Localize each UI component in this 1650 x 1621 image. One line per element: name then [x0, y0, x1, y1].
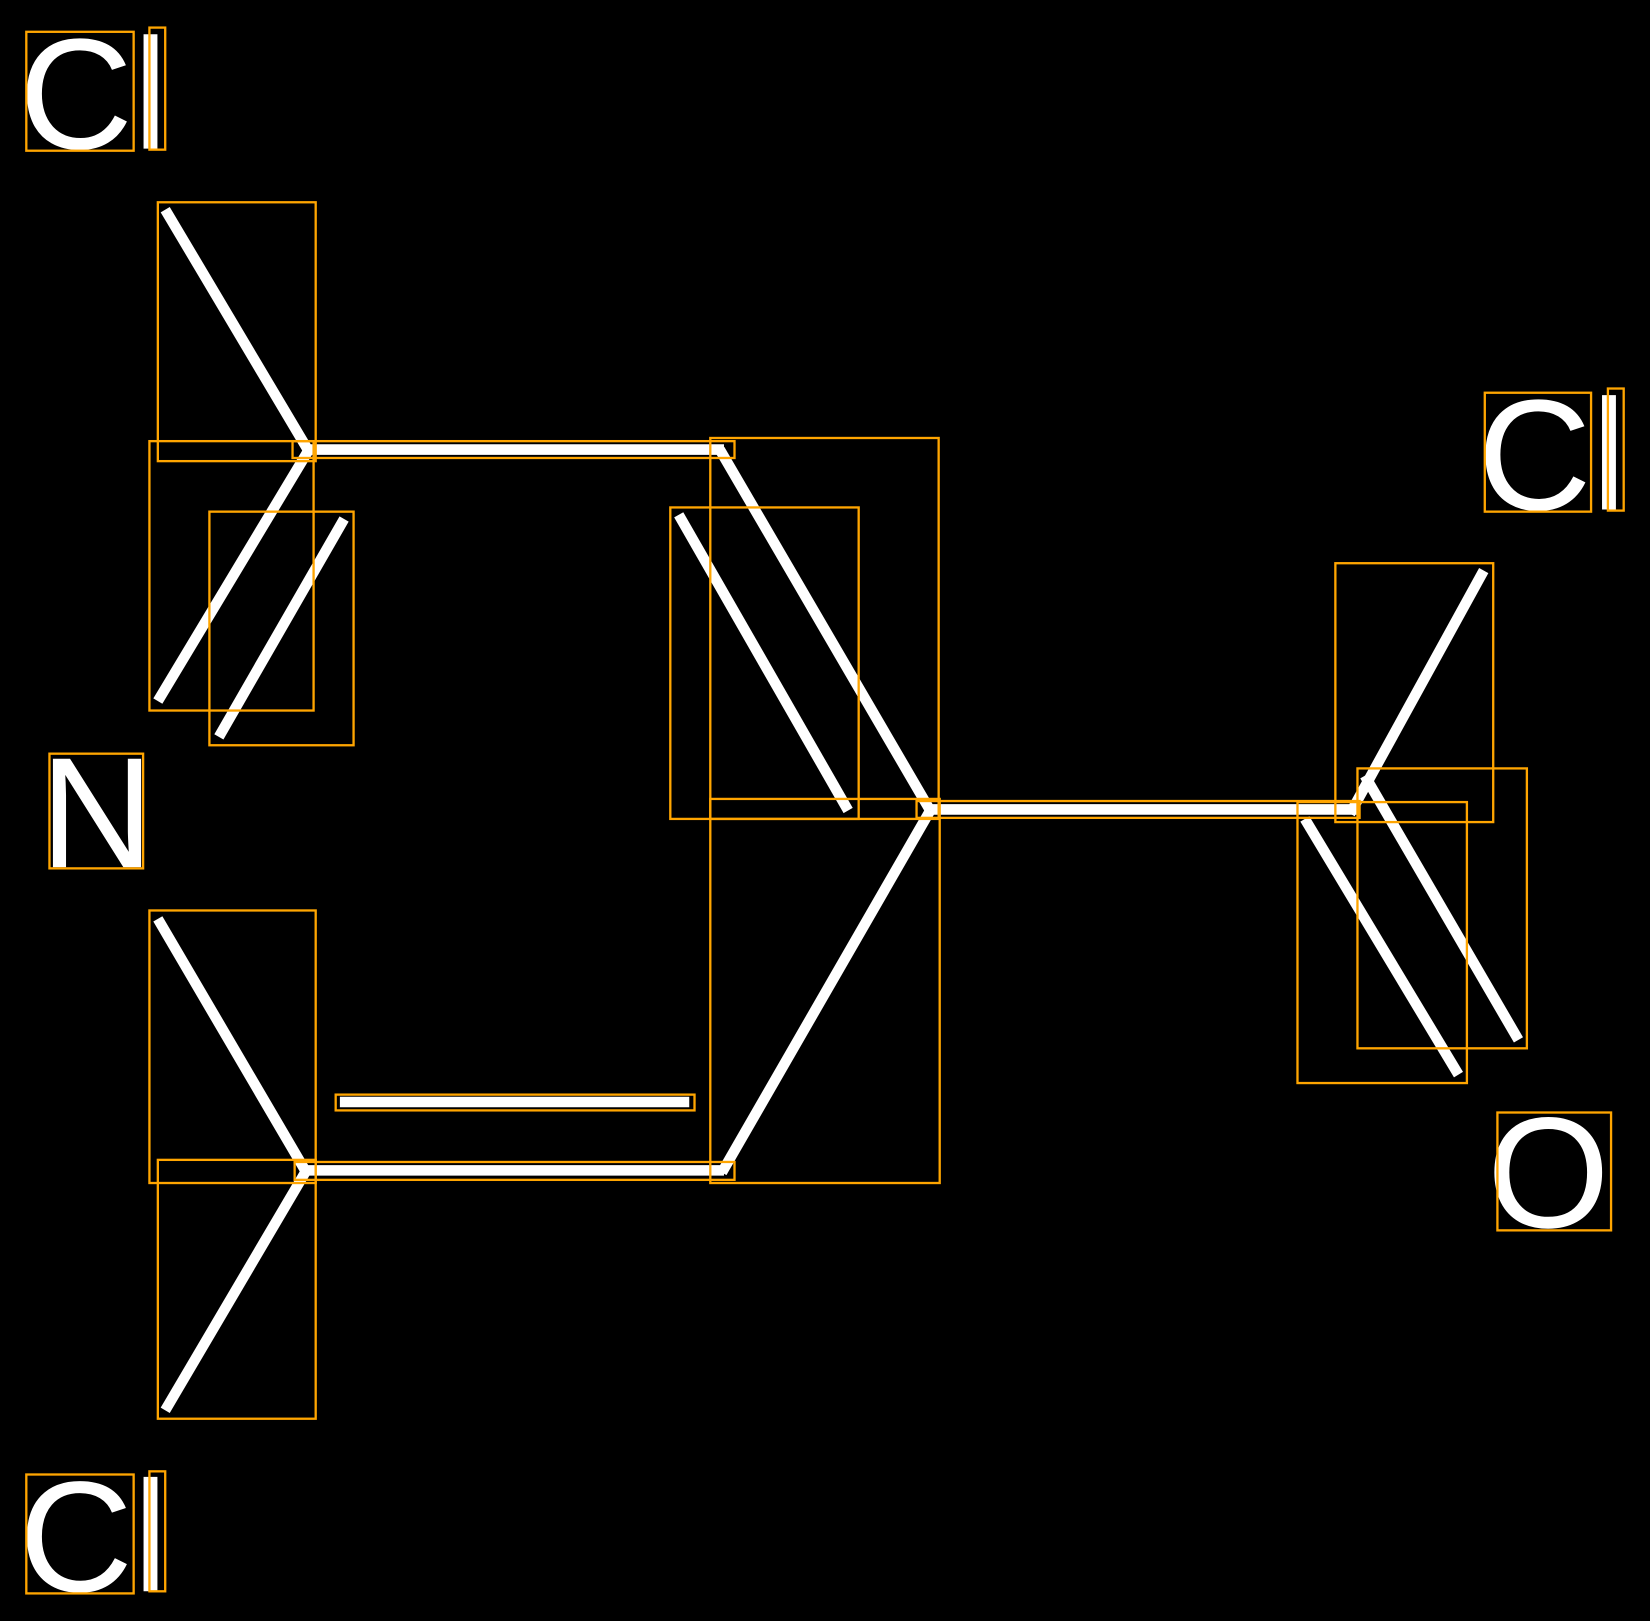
- atom-oxygen: O: [1487, 1085, 1610, 1261]
- bond: [717, 807, 935, 1176]
- bounding-box: [156, 201, 317, 463]
- bond: [160, 206, 313, 454]
- atom-nitrogen: N: [40, 725, 154, 901]
- bounding-box: [709, 797, 941, 1185]
- bounding-box: [669, 506, 860, 821]
- atom-cl-top-left: Cl: [19, 7, 168, 183]
- bond: [1345, 568, 1489, 817]
- bounding-boxes: [25, 26, 1625, 1595]
- bounding-box: [291, 439, 736, 460]
- bounding-box: [1334, 562, 1495, 824]
- bounding-box: [148, 439, 315, 712]
- bounding-box: [1496, 1111, 1613, 1232]
- bond: [153, 916, 310, 1174]
- bounding-box: [1606, 387, 1625, 512]
- bounding-box: [156, 1158, 317, 1420]
- bounding-box: [25, 1473, 135, 1595]
- bounding-box: [48, 752, 145, 870]
- bond: [153, 447, 313, 704]
- bounding-box: [293, 1160, 736, 1182]
- bounding-box: [915, 799, 1361, 820]
- bonds: [153, 206, 1524, 1413]
- bounding-box: [148, 1470, 167, 1593]
- double-bond-inner: [214, 516, 349, 740]
- bond: [160, 1169, 310, 1413]
- bounding-box: [208, 510, 355, 747]
- bounding-box: [1296, 800, 1469, 1085]
- bounding-box: [148, 26, 167, 151]
- double-bond-inner: [674, 512, 853, 814]
- double-bond: [1300, 816, 1463, 1078]
- bounding-box: [1356, 767, 1529, 1050]
- bounding-box: [25, 30, 135, 152]
- bounding-box: [334, 1093, 696, 1112]
- atom-cl-right: Cl: [1477, 368, 1626, 544]
- double-bond: [1360, 773, 1524, 1043]
- bounding-box: [1483, 391, 1593, 513]
- bond: [715, 446, 935, 814]
- bounding-box: [148, 909, 317, 1185]
